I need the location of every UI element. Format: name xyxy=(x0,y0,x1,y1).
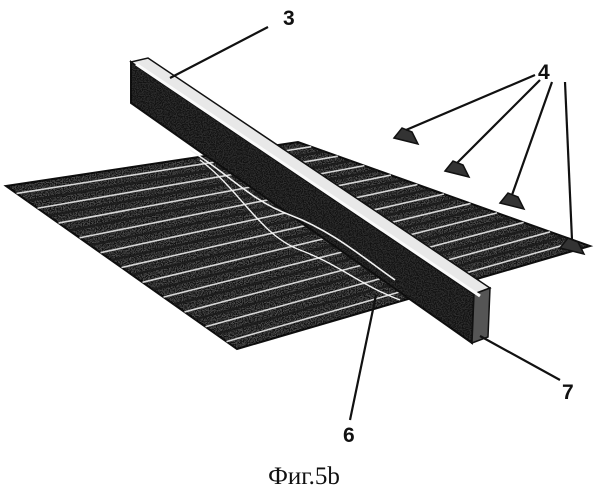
leader-3 xyxy=(170,27,268,78)
beam-end-face xyxy=(472,288,490,343)
callout-3: 3 xyxy=(283,7,295,30)
deck-ridge xyxy=(500,193,524,209)
deck-ridge xyxy=(394,128,418,144)
callout-6: 6 xyxy=(343,424,355,447)
figure-caption: Фиг.5b xyxy=(268,463,340,490)
callout-4: 4 xyxy=(538,61,550,84)
callout-7: 7 xyxy=(562,381,574,404)
leader-4c xyxy=(512,82,552,195)
leader-4d xyxy=(565,82,572,240)
leader-4a xyxy=(406,75,535,130)
leader-7 xyxy=(480,336,560,380)
deck-ridge xyxy=(445,161,469,177)
